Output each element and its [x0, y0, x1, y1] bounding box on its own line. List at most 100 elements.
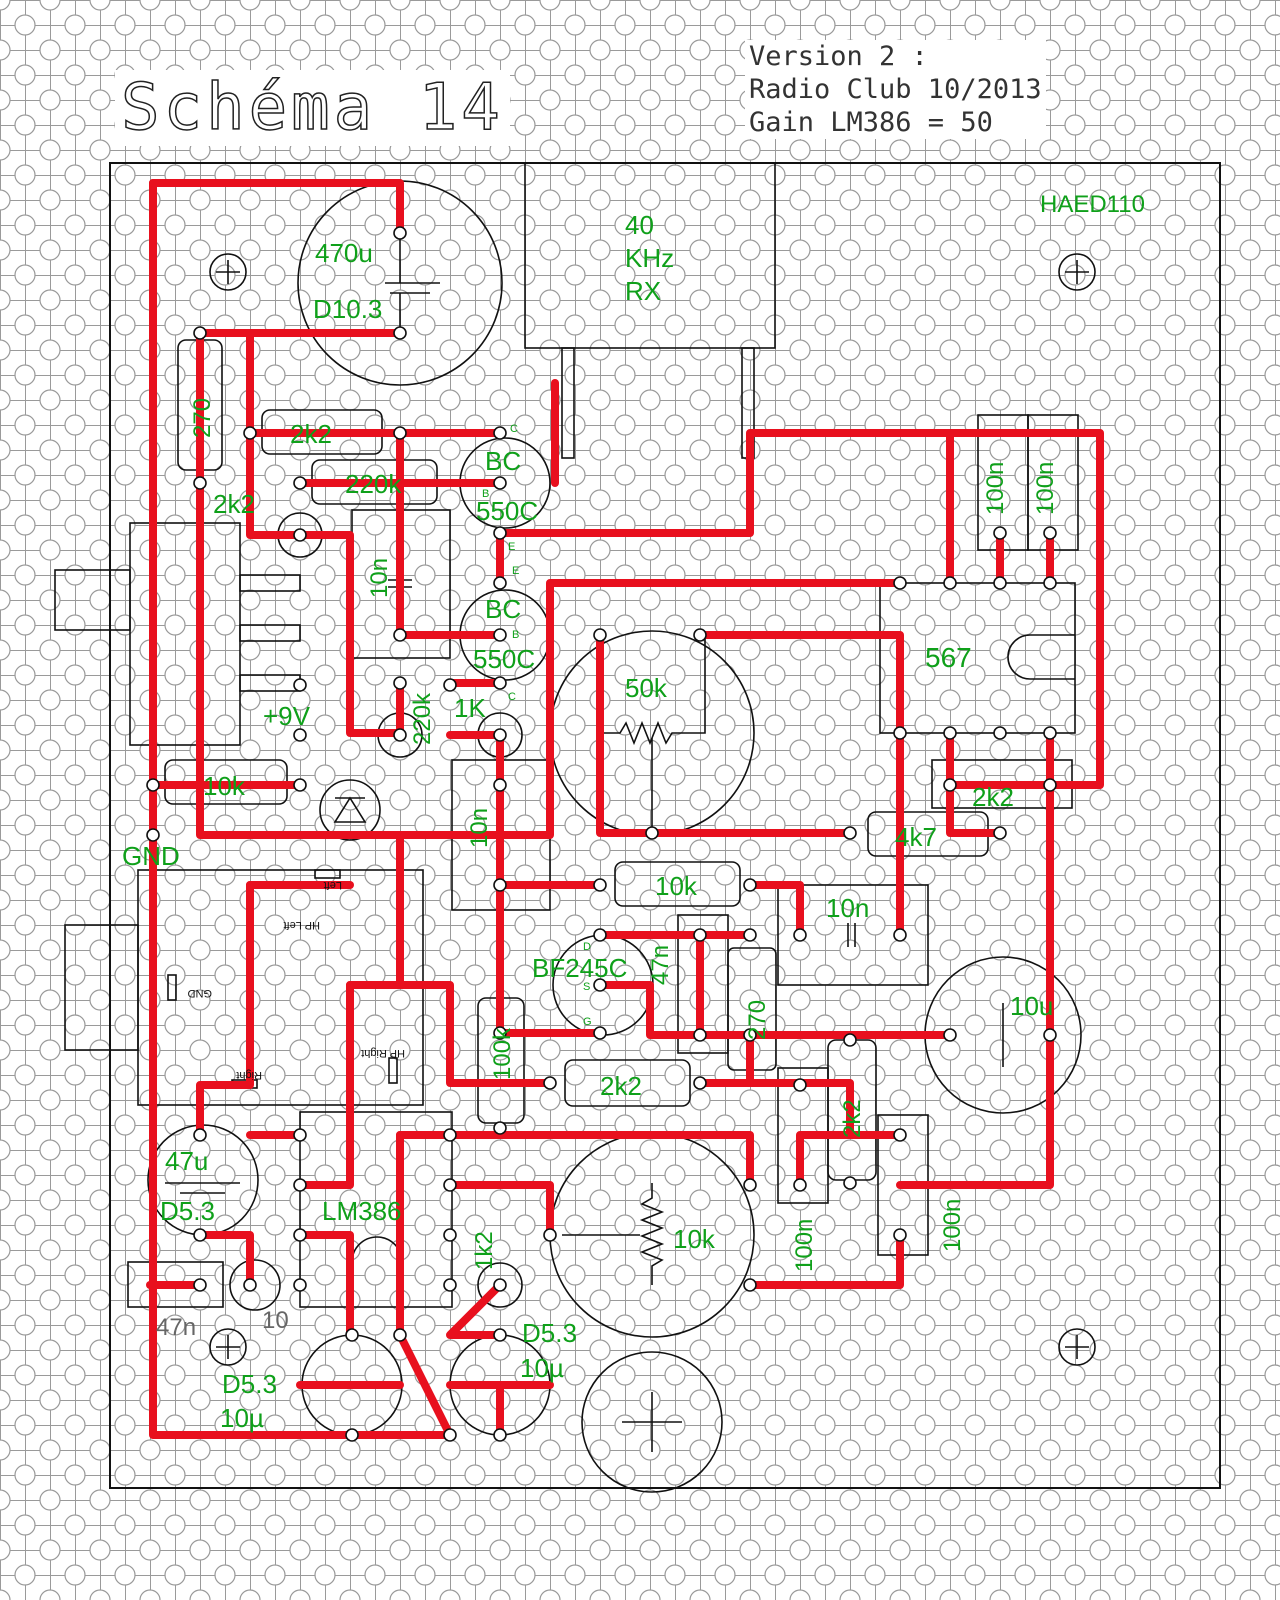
pin-pin_e1: E — [508, 541, 515, 553]
pad — [443, 1128, 457, 1142]
trace — [246, 329, 304, 539]
pad — [193, 476, 207, 490]
potentiometer-10k-track — [639, 1183, 665, 1285]
trace — [496, 429, 1104, 789]
pad — [493, 526, 507, 540]
pad — [293, 778, 307, 792]
label-t1b: 550C — [476, 496, 538, 526]
mounting-hole — [1058, 253, 1096, 291]
potentiometer-50k-track — [602, 633, 706, 746]
mounting-hole — [209, 1328, 247, 1366]
label-plus9v: +9V — [263, 701, 311, 731]
pad — [393, 1328, 407, 1342]
pad — [993, 826, 1007, 840]
pad — [693, 1028, 707, 1042]
label-r220ka: 220k — [345, 469, 402, 499]
pad — [943, 778, 957, 792]
pad — [693, 928, 707, 942]
pad — [493, 1026, 507, 1040]
pad — [146, 778, 160, 792]
pad — [193, 1278, 207, 1292]
audio-jack-plug — [64, 924, 139, 1051]
capacitor-47n-b-body — [127, 1261, 224, 1308]
jack-jack_left: Left — [324, 879, 342, 891]
trace — [446, 1281, 504, 1339]
pad — [393, 676, 407, 690]
label-r1k: 1K — [454, 693, 486, 723]
pad — [193, 1128, 207, 1142]
pad — [393, 628, 407, 642]
jack-jack_hpright: HP Right — [361, 1047, 405, 1059]
trace — [746, 1231, 904, 1289]
label-c470u: 470u — [315, 238, 373, 268]
pad — [293, 728, 307, 742]
label-d53c: D5.3 — [222, 1369, 277, 1399]
pad — [543, 1076, 557, 1090]
label-r10ka: 10k — [203, 771, 246, 801]
resistor-10k-b-body — [614, 861, 741, 907]
pad — [293, 1128, 307, 1142]
label-t1a: BC — [485, 446, 521, 476]
label-d53b: D5.3 — [522, 1318, 577, 1348]
pad — [493, 1121, 507, 1135]
version-line: Radio Club 10/2013 — [749, 74, 1042, 105]
connector-pin — [239, 624, 301, 642]
pad — [593, 1026, 607, 1040]
power-connector-plug — [54, 569, 131, 631]
label-r270a: 270 — [189, 398, 216, 438]
jack-pin — [314, 869, 341, 879]
pad — [693, 628, 707, 642]
label-lbl2k2: 2k2 — [213, 489, 255, 519]
label-bf245: BF245C — [532, 953, 627, 983]
trace — [296, 981, 354, 1189]
label-c100nd: 100n — [939, 1199, 966, 1252]
pad — [943, 1028, 957, 1042]
label-pot10k: 10k — [673, 1224, 716, 1254]
crystal-40khz-body — [524, 162, 776, 349]
pad — [793, 1178, 807, 1192]
pad — [743, 1178, 757, 1192]
pad — [593, 878, 607, 892]
labels-layer: 470uD10.340KHzRX2k2220kBC550C2k2BC550C+9… — [122, 191, 1145, 1433]
pin-pin_s: S — [583, 981, 590, 993]
trace — [696, 631, 904, 739]
pad — [493, 426, 507, 440]
pad — [743, 1278, 757, 1292]
pad — [893, 1128, 907, 1142]
pad — [1043, 526, 1057, 540]
pad — [293, 476, 307, 490]
resistor-2k2-c-body — [564, 1059, 691, 1107]
trace — [596, 631, 854, 837]
pad — [393, 426, 407, 440]
pin-pin_c1: C — [510, 423, 518, 435]
pad — [493, 676, 507, 690]
mounting-hole — [1058, 1328, 1096, 1366]
grid-holes-offset — [14, 14, 1280, 1586]
label-c10: 10 — [262, 1307, 289, 1334]
label-r10kb: 10k — [655, 871, 698, 901]
pad — [743, 1028, 757, 1042]
trace — [196, 329, 904, 839]
pad — [993, 726, 1007, 740]
pad — [193, 1228, 207, 1242]
pad — [393, 728, 407, 742]
label-c47u: 47u — [165, 1146, 208, 1176]
pad — [645, 826, 659, 840]
ic-567-body — [879, 582, 1076, 734]
pad — [893, 726, 907, 740]
trace — [896, 781, 1054, 1189]
label-xtal3: RX — [625, 276, 661, 306]
label-ic567: 567 — [925, 642, 972, 673]
trace — [396, 1331, 454, 1439]
trace — [346, 981, 554, 1087]
label-r4k7: 4k7 — [895, 822, 937, 852]
pad — [345, 1328, 359, 1342]
pad — [1043, 726, 1057, 740]
pad — [893, 1228, 907, 1242]
version-line: Version 2 : — [749, 41, 928, 72]
pad — [443, 1228, 457, 1242]
label-lm386: LM386 — [322, 1196, 402, 1226]
pad — [1043, 778, 1057, 792]
